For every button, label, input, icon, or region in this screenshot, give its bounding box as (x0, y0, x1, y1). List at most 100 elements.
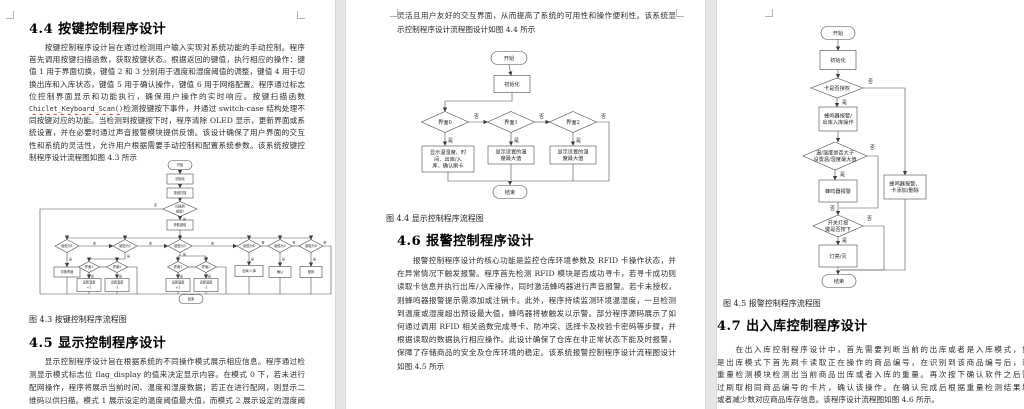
text-line: 是出库模式下首先刷卡读取正在操作的商品编号，在识别到该商品编号后，通过 (717, 357, 1024, 367)
svg-text:键值为2: 键值为2 (119, 243, 131, 248)
svg-text:是: 是 (183, 251, 186, 256)
paragraph-4-7: 在出入库控制程序设计中，首先需要判断当前的出库或者是入库模式，如果是出库模式下首… (717, 344, 1024, 407)
text-line: 值 1 用于界面切换，键值 2 和 3 分别用于温度和湿度阈值的调整，键值 4 … (29, 67, 305, 77)
svg-text:界面2: 界面2 (566, 119, 580, 126)
text-line: 性和系统的灵活性，允许用户根据需要手动控制和配置系统参数。该系统按键控 (29, 140, 305, 150)
svg-text:是: 是 (282, 256, 285, 261)
text-line: 示控制程序设计流程图设计如图 4.4 所示 (397, 24, 536, 34)
svg-text:否: 否 (149, 242, 152, 246)
section-heading-4-7: 4.7 出入库控制程序设计 (717, 319, 868, 334)
text-line: 在异常情况下触发报警。程序首先检测 RFID 模块是否成功寻卡，若寻卡成功则 (397, 269, 676, 279)
svg-text:初始化: 初始化 (504, 80, 520, 88)
text-line: 制程序设计流程图如图 4.3 所示 (29, 152, 138, 162)
svg-text:否: 否 (211, 242, 214, 246)
svg-text:是: 是 (840, 172, 845, 178)
text-line: Chiclet_Keyboard_Scan()检测按键按下事件，并通过 swit… (29, 103, 305, 113)
svg-text:设置温度+1: 设置温度+1 (83, 280, 97, 290)
svg-text:开始: 开始 (504, 54, 515, 62)
svg-text:结束: 结束 (505, 188, 515, 196)
svg-text:灯亮/灭: 灯亮/灭 (829, 252, 847, 260)
svg-text:配网: 配网 (308, 269, 314, 274)
text-line: 重量检测模块检测出当前商品出库或者入库的重量。再次按下确认软件之后需要 (717, 370, 1024, 380)
svg-text:开关灯按键是否按下: 开关灯按键是否按下 (825, 218, 851, 233)
svg-text:否: 否 (868, 79, 873, 85)
svg-text:初始化: 初始化 (830, 56, 846, 64)
page-3: 开始初始化卡是否授权蜂鸣器报警/出库入库操作温/湿度是否大于设置温/湿度最大值蜂… (717, 0, 1024, 409)
margin-crop-mark (765, 9, 773, 17)
svg-text:否: 否 (154, 203, 157, 207)
svg-text:是: 是 (448, 138, 453, 144)
svg-text:是: 是 (842, 238, 847, 244)
text-line: 首先调用按键扫描函数，获取按键状态。根据返回的键值，执行相应的操作：键 (29, 55, 305, 65)
svg-text:开始: 开始 (833, 29, 844, 37)
text-line: 何通过调用 RFID 相关函数完成寻卡、防冲突、选择卡及校验卡密码等步骤，并 (397, 321, 676, 331)
svg-text:显示温湿度、时间、出库/入库、确认刷卡: 显示温湿度、时间、出库/入库、确认刷卡 (430, 148, 466, 170)
svg-text:界面0: 界面0 (438, 119, 452, 126)
svg-text:结束: 结束 (188, 296, 195, 301)
svg-text:初始化: 初始化 (175, 176, 185, 181)
svg-text:确认: 确认 (277, 269, 284, 274)
svg-text:是: 是 (208, 273, 211, 278)
svg-text:界面2: 界面2 (202, 265, 210, 269)
text-line: 同按键对应的功能。当检测到按键按下时，程序清除 OLED 显示，更新界面或系 (29, 116, 305, 126)
svg-text:界面2: 界面2 (113, 265, 121, 269)
figure-caption-4-4: 图 4.4 显示控制程序流程图 (386, 214, 484, 223)
text-line: 如图 4.5 所示 (397, 361, 445, 371)
margin-crop-mark (297, 11, 305, 19)
svg-text:获取键值: 获取键值 (174, 222, 188, 227)
svg-text:设置温度-1: 设置温度-1 (111, 280, 125, 290)
text-line: 过刷取相同商品编号的卡片，确认该操作。在确认完成后根据重量检测结果增加 (717, 382, 1024, 392)
svg-text:键值为6: 键值为6 (305, 243, 317, 248)
svg-text:界面1: 界面1 (85, 265, 93, 269)
svg-text:蜂鸣器报警、卡添加/删除: 蜂鸣器报警、卡添加/删除 (889, 179, 920, 194)
svg-text:出库/入库: 出库/入库 (242, 268, 257, 273)
figure-4-5-flowchart: 开始初始化卡是否授权蜂鸣器报警/出库入库操作温/湿度是否大于设置温/湿度最大值蜂… (802, 26, 927, 288)
text-line: 灵活且用户友好的交互界面，从而提高了系统的可用性和操作便利性。该系统显 (397, 11, 676, 20)
svg-text:否: 否 (601, 114, 606, 120)
svg-text:界面1: 界面1 (174, 265, 182, 269)
svg-text:卡是否授权: 卡是否授权 (824, 84, 851, 92)
figure-caption-4-5: 图 4.5 报警控制程序流程图 (723, 299, 821, 308)
page-gutter (705, 0, 717, 409)
svg-text:键值为5: 键值为5 (274, 243, 286, 248)
svg-text:是: 是 (514, 138, 519, 144)
text-line: 维码以供扫描。模式 1 展示设定的温度阈值最大值，而模式 2 展示设定的湿度阈 (29, 395, 305, 405)
svg-text:否: 否 (324, 241, 327, 245)
spellcheck-underlined-code: Chiclet_Keyboard_Scan() (29, 104, 124, 113)
text-line: 则蜂鸣器报警提示需添加或注销卡。此外，程序持续监测环境温湿度，一旦检测 (397, 295, 676, 305)
svg-text:是: 是 (251, 256, 254, 261)
svg-text:结束: 结束 (834, 277, 844, 285)
text-line: 保障了存储商品的安全及仓库环境的稳定。该系统报警控制程序设计流程图设计 (397, 348, 676, 358)
svg-text:键值为3: 键值为3 (174, 243, 186, 248)
text-line: 测显示模式标志位 flag_display 的值来决定显示内容。在模式 0 下，… (29, 369, 305, 379)
svg-text:否: 否 (870, 145, 875, 151)
paragraph-4-6: 报警控制程序设计的核心功能是监控仓库环境参数及 RFID 卡操作状态，并在异常情… (397, 254, 676, 373)
svg-text:否: 否 (830, 206, 835, 212)
paragraph-4-5: 显示控制程序设计旨在根据系统的不同操作模式展示相应信息。程序通过检测显示模式标志… (29, 356, 305, 409)
svg-text:键值为1: 键值为1 (61, 243, 73, 248)
svg-text:显示设置的温度最大值: 显示设置的温度最大值 (495, 147, 526, 162)
svg-text:设置湿度-1: 设置湿度-1 (200, 280, 214, 290)
svg-text:按键扫描: 按键扫描 (174, 190, 188, 195)
svg-text:是: 是 (313, 256, 316, 261)
section-heading-4-6: 4.6 报警控制程序设计 (397, 234, 535, 249)
svg-text:是: 是 (183, 216, 186, 221)
svg-text:温/湿度是否大于设置温/湿度最大值: 温/湿度是否大于设置温/湿度最大值 (813, 148, 856, 163)
figure-caption-4-3: 图 4.3 按键控制程序流程图 (29, 315, 127, 324)
svg-text:开始: 开始 (177, 162, 184, 167)
text-line: 配网操作，程序将展示当前时间、温度和湿度数据；若正在进行配网，则显示二 (29, 382, 305, 392)
paragraph-4-4: 按键控制程序设计旨在通过检测用户输入实现对系统功能的手动控制。程序首先调用按键扫… (29, 42, 305, 164)
text-line: 显示控制程序设计旨在根据系统的不同操作模式展示相应信息。程序通过检 (29, 357, 305, 366)
svg-text:设置湿度+1: 设置湿度+1 (172, 280, 186, 290)
svg-text:扫描到按键?: 扫描到按键? (175, 204, 185, 214)
text-line: 到温度或湿度超出预设最大值，蜂鸣器将被触发以示警。部分程序源码展示了如 (397, 308, 676, 318)
page-1: 4.4 按键控制程序设计 按键控制程序设计旨在通过检测用户输入实现对系统功能的手… (0, 0, 335, 409)
svg-text:否: 否 (262, 241, 265, 245)
margin-crop-mark (676, 9, 684, 17)
svg-text:是: 是 (180, 273, 183, 278)
svg-text:是: 是 (127, 253, 130, 258)
svg-text:界面1: 界面1 (504, 119, 518, 126)
